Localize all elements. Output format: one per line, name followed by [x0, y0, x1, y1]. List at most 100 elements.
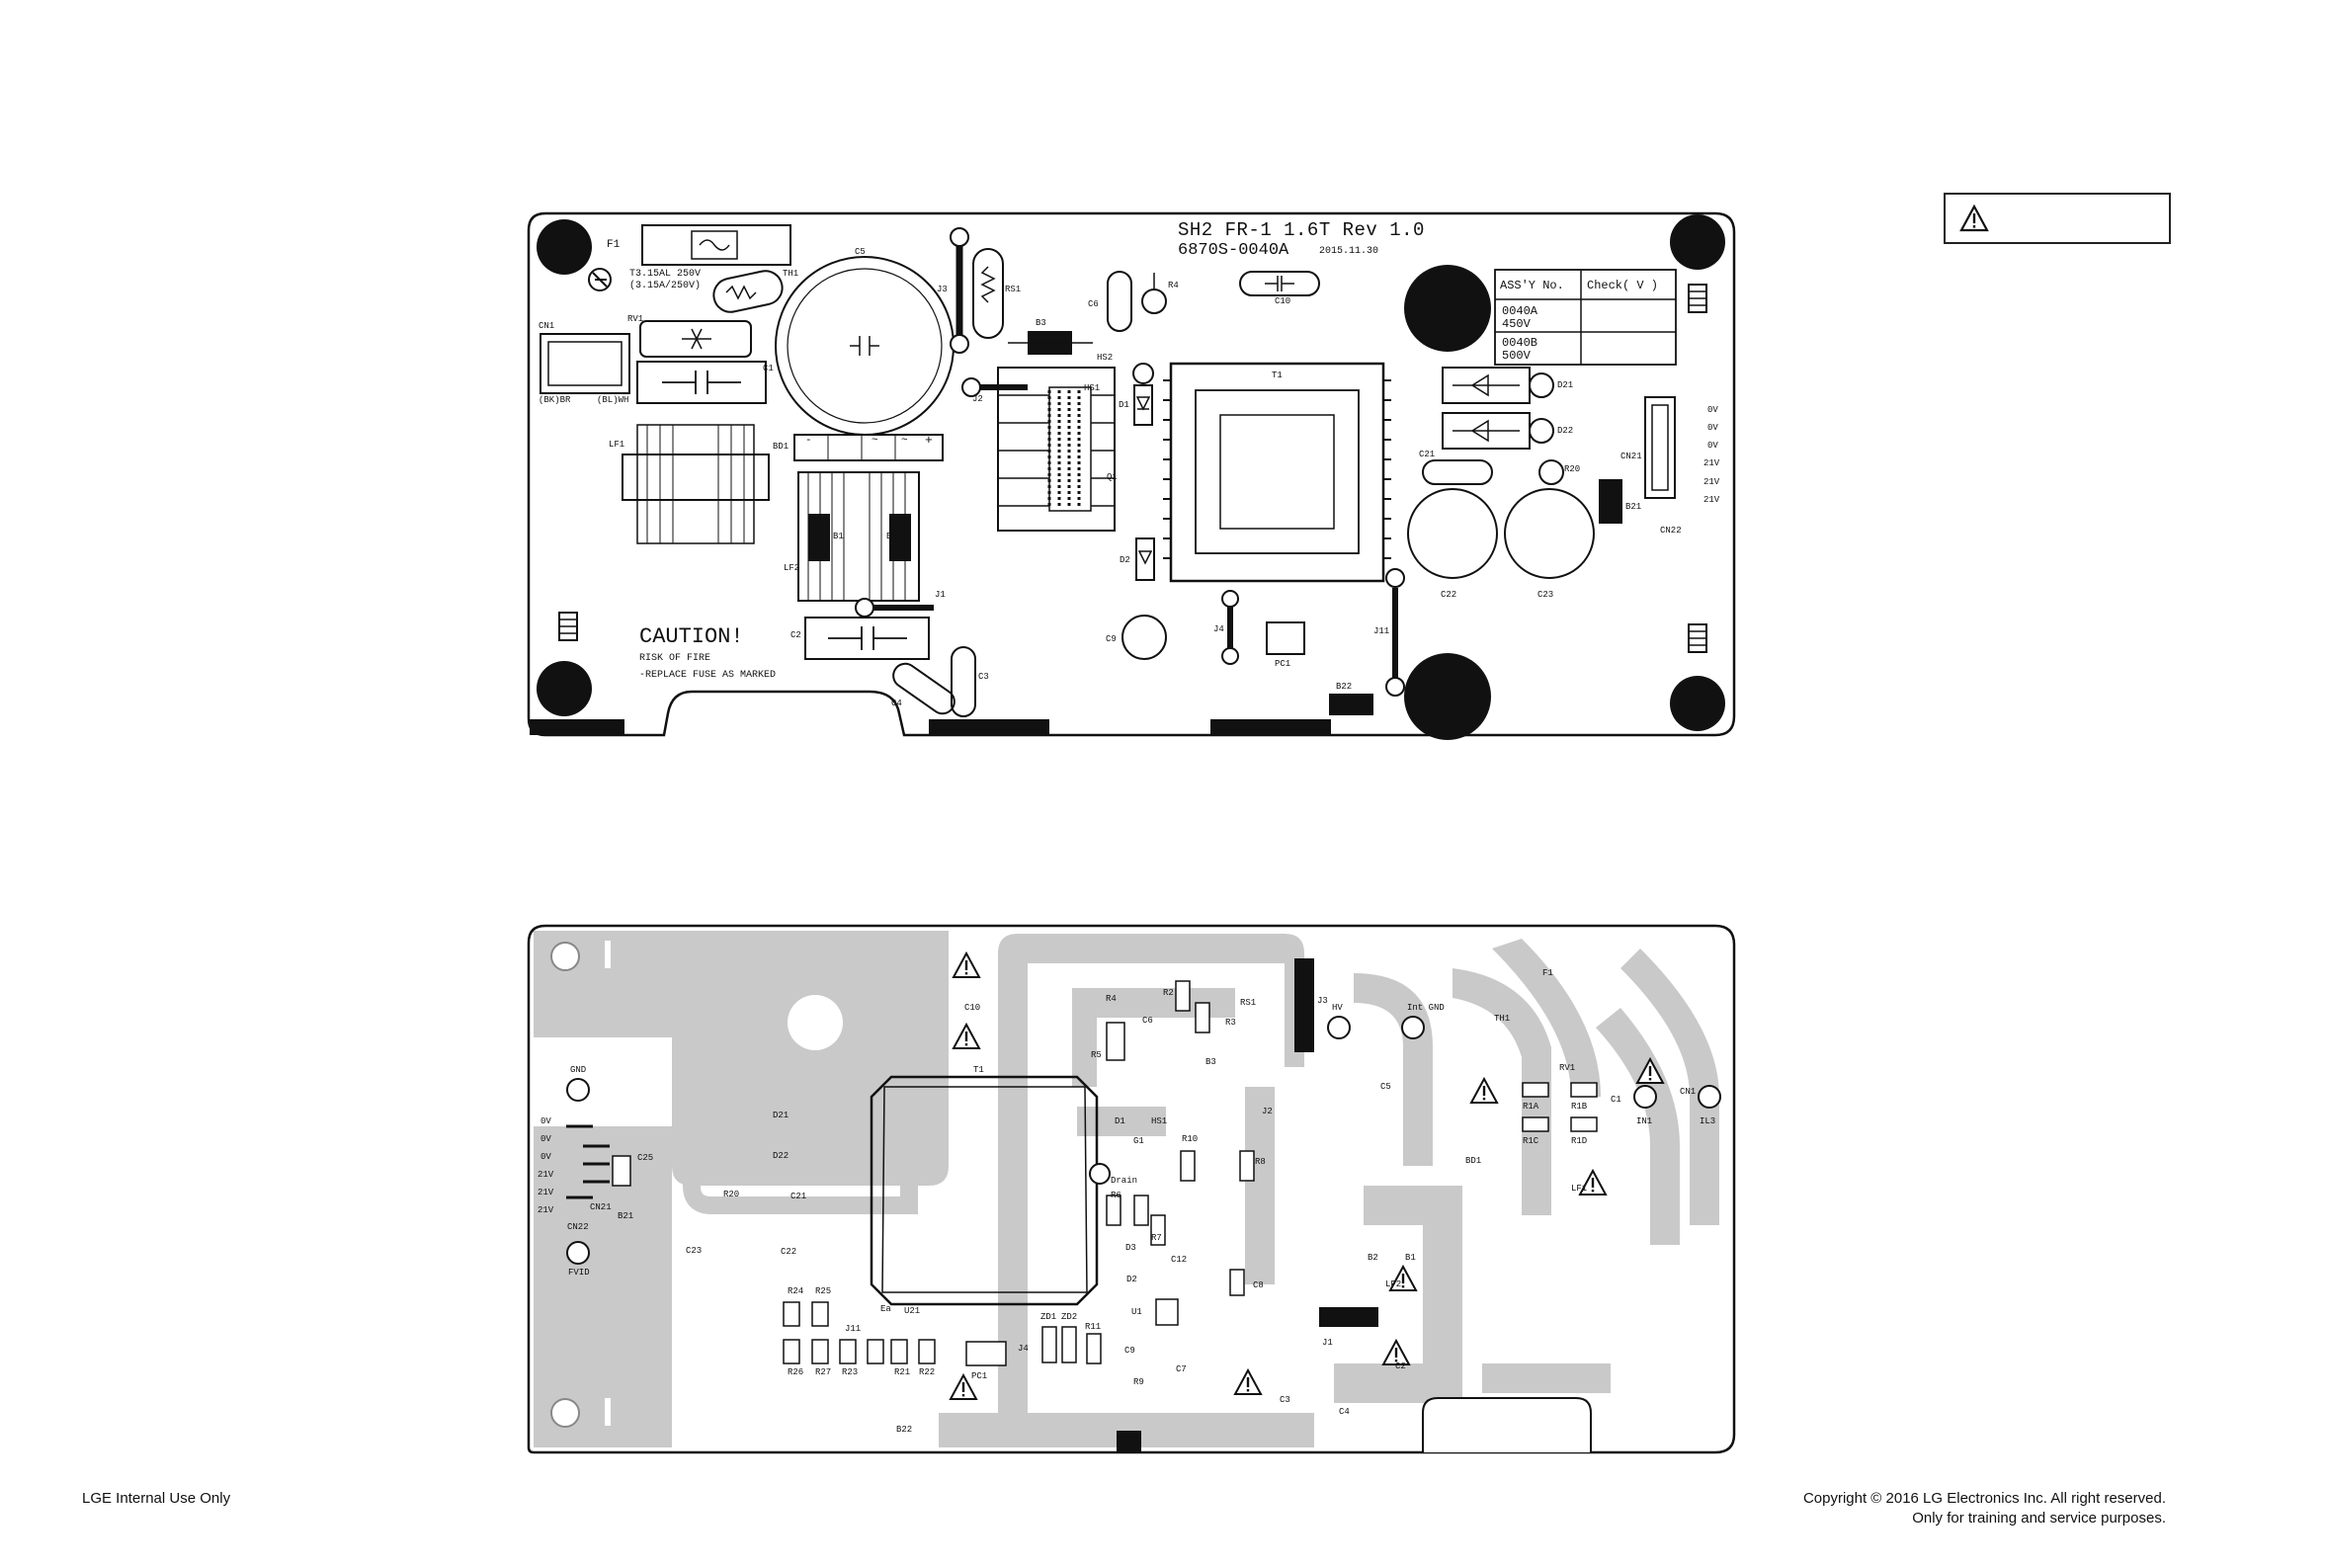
- ref-label-j4: J4: [1213, 624, 1224, 634]
- pin-label: 0V: [540, 1134, 551, 1144]
- bd1-pin: ~: [901, 435, 908, 447]
- pin-label: 0V: [1707, 405, 1718, 415]
- warning-triangle-icon: [952, 950, 981, 978]
- assy-row-voltage: 450V: [1502, 317, 1531, 331]
- warning-triangle-icon: [1233, 1367, 1263, 1395]
- ref-label-b21: B21: [618, 1211, 634, 1221]
- ref-label-r27: R27: [815, 1367, 832, 1377]
- bottom-board: [527, 924, 1736, 1454]
- ref-label-d22: D22: [1557, 426, 1574, 436]
- ref-label-j1: J1: [935, 590, 946, 600]
- ref-label-c23: C23: [1537, 590, 1554, 600]
- ref-label-c23: C23: [686, 1246, 703, 1256]
- ref-label-zd2: ZD2: [1061, 1312, 1078, 1322]
- board-title-silk: SH2 FR-1 1.6T Rev 1.0: [1178, 219, 1425, 241]
- ref-label-q1: Q1: [1107, 472, 1118, 482]
- ref-label-r4: R4: [1168, 281, 1179, 290]
- ref-label-b2: B2: [1368, 1253, 1378, 1263]
- pin-label: 21V: [1703, 477, 1720, 487]
- ref-label-r6: R6: [1111, 1191, 1121, 1200]
- warning-triangle-icon: [1635, 1056, 1665, 1084]
- ref-label-bkbr: (BK)BR: [539, 395, 571, 405]
- bd1-pin: +: [925, 433, 933, 448]
- ref-label-c12: C12: [1171, 1255, 1188, 1265]
- screw-icon: [558, 612, 578, 641]
- ref-label-j11: J11: [845, 1324, 862, 1334]
- ref-label-c7: C7: [1176, 1364, 1187, 1374]
- ref-label-r1d: R1D: [1571, 1136, 1588, 1146]
- ref-label-th1: TH1: [1494, 1014, 1511, 1024]
- ref-label-b1: B1: [833, 532, 844, 541]
- ref-label-c10: C10: [964, 1003, 981, 1013]
- pin-label: 0V: [540, 1152, 551, 1162]
- mounting-hole-tr: [1670, 214, 1725, 270]
- ref-label-pc1: PC1: [1275, 659, 1291, 669]
- warning-triangle-icon: [952, 1022, 981, 1049]
- ref-label-hs2: HS2: [1097, 353, 1114, 363]
- ref-label-d3: D3: [1125, 1243, 1136, 1253]
- ref-label-r4: R4: [1106, 994, 1117, 1004]
- label-f1: F1: [607, 239, 621, 251]
- ref-label-r23: R23: [842, 1367, 859, 1377]
- pin-label: 0V: [540, 1116, 551, 1126]
- ref-label-b3: B3: [1205, 1057, 1216, 1067]
- ref-label-r20: R20: [1564, 464, 1581, 474]
- ref-label-r1b: R1B: [1571, 1102, 1588, 1112]
- ref-label-c22: C22: [781, 1247, 797, 1257]
- ref-label-b21: B21: [1625, 502, 1642, 512]
- ref-label-j1: J1: [1322, 1338, 1333, 1348]
- warning-triangle-icon: [949, 1372, 978, 1400]
- ref-label-c4: C4: [1339, 1407, 1350, 1417]
- ref-label-t1: T1: [973, 1065, 984, 1075]
- ref-label-c6: C6: [1088, 299, 1099, 309]
- ref-label-lf2: LF2: [1385, 1279, 1402, 1289]
- ref-label-blwh: (BL)WH: [597, 395, 629, 405]
- board-part-number: 6870S-0040A: [1178, 241, 1289, 260]
- ref-label-c2: C2: [1395, 1362, 1406, 1371]
- ref-label-j3: J3: [1317, 996, 1328, 1006]
- ref-label-r1c: R1C: [1523, 1136, 1539, 1146]
- ref-label-j2: J2: [1262, 1107, 1273, 1116]
- bd1-pin: -: [805, 435, 812, 447]
- ref-label-r8: R8: [1255, 1157, 1266, 1167]
- mounting-hole-large-2: [1404, 653, 1491, 740]
- ref-label-d1: D1: [1115, 1116, 1125, 1126]
- board-date: 2015.11.30: [1319, 246, 1379, 257]
- pin-label: 21V: [1703, 495, 1720, 505]
- assy-row-code: 0040A: [1502, 304, 1538, 318]
- ref-label-r24: R24: [788, 1286, 804, 1296]
- fuse-rating-1: T3.15AL 250V: [629, 269, 702, 280]
- ref-label-r3: R3: [1225, 1018, 1236, 1028]
- ref-label-hv: HV: [1332, 1003, 1343, 1013]
- ref-label-c10: C10: [1275, 296, 1291, 306]
- ref-label-d22: D22: [773, 1151, 789, 1161]
- ref-label-j2: J2: [972, 394, 983, 404]
- ref-label-j4: J4: [1018, 1344, 1029, 1354]
- ref-label-r22: R22: [919, 1367, 936, 1377]
- ref-label-d21: D21: [1557, 380, 1574, 390]
- ref-label-d2: D2: [1126, 1275, 1137, 1284]
- ref-label-c1: C1: [763, 364, 774, 373]
- ref-label-c3: C3: [1280, 1395, 1290, 1405]
- warning-triangle-icon: [1381, 1338, 1411, 1365]
- bd1-pin: ~: [872, 435, 878, 447]
- pin-label: 21V: [538, 1188, 554, 1197]
- caution-title: CAUTION!: [639, 624, 744, 649]
- screw-icon: [1688, 623, 1707, 653]
- warning-triangle-icon: [1388, 1264, 1418, 1291]
- ref-label-c22: C22: [1441, 590, 1457, 600]
- ref-label-c2: C2: [790, 630, 801, 640]
- ref-label-c1: C1: [1611, 1095, 1621, 1105]
- ref-label-cn1: CN1: [539, 321, 555, 331]
- ref-label-r7: R7: [1151, 1233, 1162, 1243]
- ref-label-r9: R9: [1133, 1377, 1144, 1387]
- ref-label-r20: R20: [723, 1190, 740, 1199]
- assy-header-check: Check( V ): [1587, 279, 1659, 292]
- ref-label-bd1: BD1: [773, 442, 789, 452]
- pin-label: 21V: [538, 1170, 554, 1180]
- ref-label-b3: B3: [1036, 318, 1046, 328]
- screw-icon: [1688, 284, 1707, 313]
- ref-label-r21: R21: [894, 1367, 911, 1377]
- ref-label-c21: C21: [790, 1192, 807, 1201]
